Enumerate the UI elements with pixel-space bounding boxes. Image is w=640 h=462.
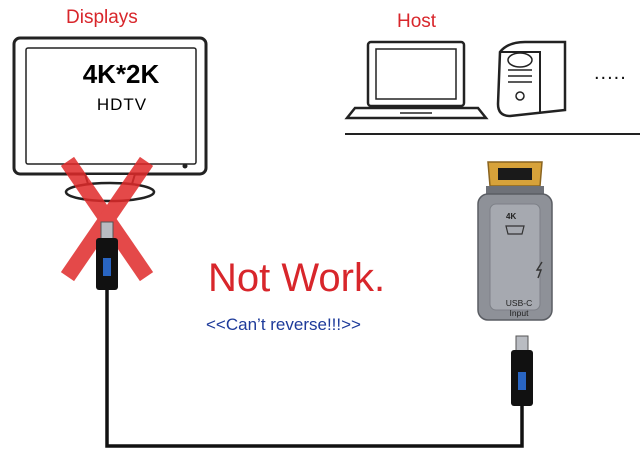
- usb-c-cable-icon: [96, 221, 533, 448]
- status-warning: Not Work.: [208, 256, 386, 300]
- adapter-port-type: Input: [509, 308, 529, 318]
- tv-resolution-label: 4K*2K: [82, 59, 160, 89]
- adapter-badge: 4K: [506, 212, 517, 221]
- red-x-icon: [60, 156, 154, 282]
- tv-type-label: HDTV: [96, 95, 148, 114]
- host-heading: Host: [397, 11, 437, 32]
- more-devices-ellipsis: .....: [594, 62, 627, 84]
- hdmi-adapter-icon: [477, 161, 553, 321]
- adapter-port-name: USB-C: [505, 298, 533, 308]
- reverse-note: <<Can’t reverse!!!>>: [206, 315, 361, 334]
- desktop-tower-icon: [496, 40, 567, 118]
- displays-heading: Displays: [66, 7, 138, 28]
- adapter-port-label: USB-C Input: [498, 298, 540, 318]
- laptop-icon: [344, 40, 489, 120]
